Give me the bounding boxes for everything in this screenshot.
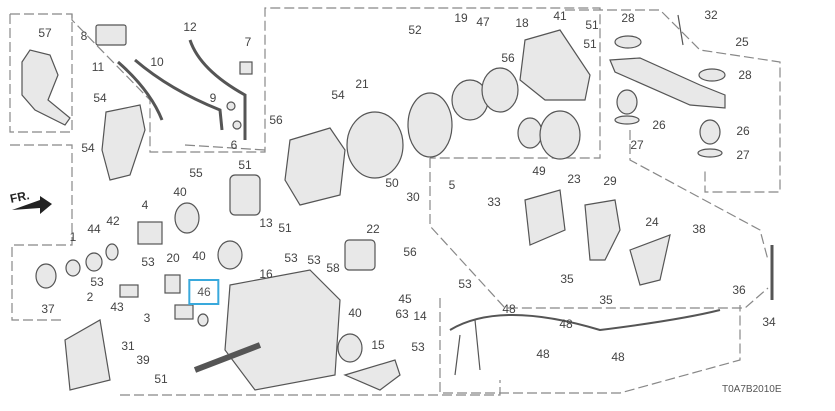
part-label[interactable]: 44 <box>87 222 101 236</box>
part-label[interactable]: 51 <box>583 37 597 51</box>
part-label[interactable]: 26 <box>736 124 750 138</box>
part-label[interactable]: 7 <box>244 35 252 49</box>
part-label[interactable]: 56 <box>403 245 417 259</box>
part-label[interactable]: 52 <box>408 23 422 37</box>
part-label[interactable]: 14 <box>413 309 427 323</box>
part-label[interactable]: 3 <box>143 311 151 325</box>
part-label[interactable]: 38 <box>692 222 706 236</box>
part-label[interactable]: 21 <box>355 77 369 91</box>
part-label[interactable]: 25 <box>735 35 749 49</box>
part-label[interactable]: 48 <box>536 347 550 361</box>
part-label[interactable]: 50 <box>385 176 399 190</box>
part-label[interactable]: 12 <box>183 20 197 34</box>
part-label[interactable]: 40 <box>173 185 187 199</box>
part-label[interactable]: 55 <box>189 166 203 180</box>
part-label[interactable]: 27 <box>630 138 644 152</box>
part-label[interactable]: 54 <box>81 141 95 155</box>
part-label[interactable]: 29 <box>603 174 617 188</box>
part-label[interactable]: 32 <box>704 8 718 22</box>
part-label[interactable]: 23 <box>567 172 581 186</box>
part-label[interactable]: 40 <box>348 306 362 320</box>
part-label[interactable]: 28 <box>621 11 635 25</box>
part-label[interactable]: 40 <box>192 249 206 263</box>
part-label[interactable]: 35 <box>599 293 613 307</box>
part-label[interactable]: 51 <box>154 372 168 386</box>
part-label[interactable]: 41 <box>553 9 567 23</box>
part-label[interactable]: 11 <box>91 60 105 74</box>
part-label[interactable]: 39 <box>136 353 150 367</box>
part-label[interactable]: 48 <box>502 302 516 316</box>
part-label[interactable]: 63 <box>395 307 409 321</box>
part-label[interactable]: 30 <box>406 190 420 204</box>
part-shapes <box>21 14 774 391</box>
part-label[interactable]: 54 <box>331 88 345 102</box>
part-label[interactable]: 45 <box>398 292 412 306</box>
part-label[interactable]: 43 <box>110 300 124 314</box>
part-label[interactable]: 24 <box>645 215 659 229</box>
part-label[interactable]: 18 <box>515 16 529 30</box>
part-label[interactable]: 8 <box>80 29 88 43</box>
part-label[interactable]: 58 <box>326 261 340 275</box>
part-label[interactable]: 56 <box>501 51 515 65</box>
part-label[interactable]: 26 <box>652 118 666 132</box>
part-label[interactable]: 15 <box>371 338 385 352</box>
part-label[interactable]: 53 <box>411 340 425 354</box>
part-label[interactable]: 49 <box>532 164 546 178</box>
part-label[interactable]: 22 <box>366 222 380 236</box>
front-arrow-icon <box>12 196 52 214</box>
part-label[interactable]: 10 <box>150 55 164 69</box>
part-label[interactable]: 31 <box>121 339 135 353</box>
part-label[interactable]: 9 <box>209 91 217 105</box>
part-label[interactable]: 1 <box>69 230 77 244</box>
part-label[interactable]: 20 <box>166 251 180 265</box>
part-label[interactable]: 6 <box>230 138 238 152</box>
part-label[interactable]: 27 <box>736 148 750 162</box>
drawing-code: T0A7B2010E <box>722 384 782 395</box>
part-label[interactable]: 51 <box>585 18 599 32</box>
part-label[interactable]: 54 <box>93 91 107 105</box>
part-label[interactable]: 53 <box>307 253 321 267</box>
group-boundaries <box>9 7 781 396</box>
part-label[interactable]: 34 <box>762 315 776 329</box>
part-label[interactable]: 37 <box>41 302 55 316</box>
highlighted-part-label[interactable]: 46 <box>188 279 220 305</box>
part-label[interactable]: 42 <box>106 214 120 228</box>
part-label[interactable]: 19 <box>454 11 468 25</box>
part-label[interactable]: 53 <box>284 251 298 265</box>
part-label[interactable]: 16 <box>259 267 273 281</box>
part-label[interactable]: 2 <box>86 290 94 304</box>
part-label[interactable]: 53 <box>458 277 472 291</box>
part-label[interactable]: 56 <box>269 113 283 127</box>
part-label[interactable]: 57 <box>38 26 52 40</box>
part-label[interactable]: 13 <box>259 216 273 230</box>
part-label[interactable]: 53 <box>141 255 155 269</box>
part-label[interactable]: 35 <box>560 272 574 286</box>
part-label[interactable]: 53 <box>90 275 104 289</box>
part-label[interactable]: 48 <box>559 317 573 331</box>
part-label[interactable]: 5 <box>448 178 456 192</box>
part-label[interactable]: 48 <box>611 350 625 364</box>
part-label[interactable]: 51 <box>278 221 292 235</box>
part-label[interactable]: 47 <box>476 15 490 29</box>
part-label[interactable]: 51 <box>238 158 252 172</box>
part-label[interactable]: 33 <box>487 195 501 209</box>
part-label[interactable]: 36 <box>732 283 746 297</box>
part-label[interactable]: 28 <box>738 68 752 82</box>
part-label[interactable]: 4 <box>141 198 149 212</box>
